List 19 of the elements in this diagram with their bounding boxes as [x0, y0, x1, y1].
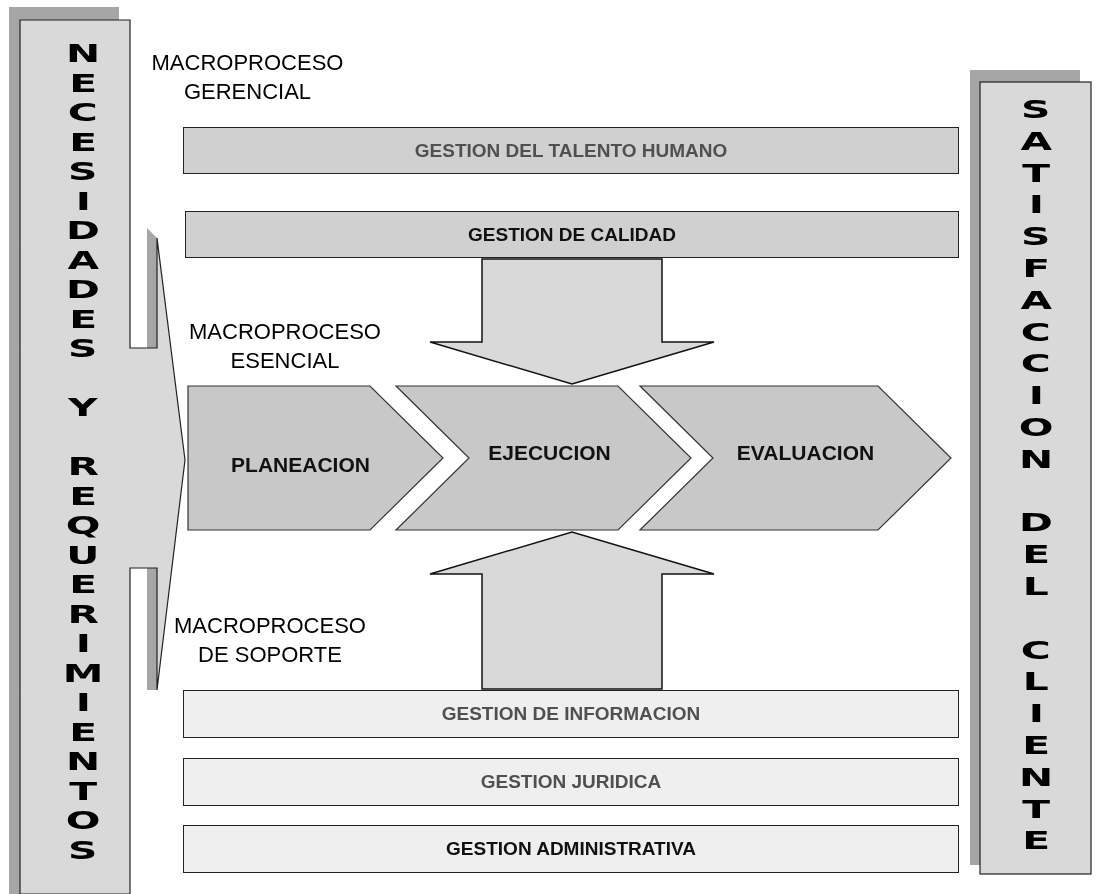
- block-arrow: [429, 258, 715, 385]
- chevron-shape: [396, 386, 691, 530]
- process-step-text: PLANEACION: [231, 453, 370, 477]
- chevron-shape: [188, 386, 443, 530]
- vertical-text: SATISFACCION DEL CLIENTE: [1017, 95, 1055, 858]
- chevron-shape: [640, 386, 951, 530]
- process-bar: GESTION DEL TALENTO HUMANO: [183, 127, 959, 174]
- side-band: [970, 70, 1092, 875]
- section-heading: MACROPROCESO DE SOPORTE: [173, 612, 367, 669]
- section-heading: MACROPROCESO ESENCIAL: [188, 318, 382, 375]
- process-step-text: EVALUACION: [736, 441, 875, 465]
- section-heading: MACROPROCESO GERENCIAL: [150, 49, 345, 106]
- process-step-text: EJECUCION: [488, 441, 611, 465]
- process-bar: GESTION ADMINISTRATIVA: [183, 825, 959, 873]
- process-bar: GESTION JURIDICA: [183, 758, 959, 806]
- process-bar: GESTION DE CALIDAD: [185, 211, 959, 258]
- process-bar: GESTION DE INFORMACION: [183, 690, 959, 738]
- block-arrow: [429, 531, 715, 690]
- vertical-text: NECESIDADES Y REQUERIMIENTOS: [61, 40, 105, 866]
